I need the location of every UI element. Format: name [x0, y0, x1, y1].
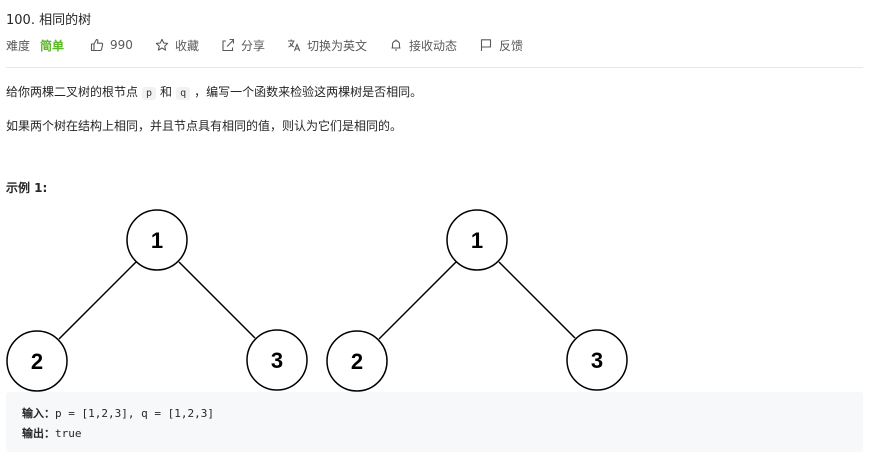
- input-label: 输入：: [22, 407, 55, 420]
- description-line-2: 如果两个树在结构上相同，并且节点具有相同的值，则认为它们是相同的。: [6, 119, 403, 133]
- node-left-root: [126, 209, 188, 271]
- node-right-right-label: 3: [591, 348, 603, 373]
- node-left-right: [246, 329, 308, 391]
- node-left-right-label: 3: [271, 348, 283, 373]
- share-button[interactable]: 分享: [221, 37, 265, 54]
- node-right-root: [446, 209, 508, 271]
- problem-meta-bar: 难度 简单 990 收藏 分享 切换为英文 接收动态 反馈: [6, 36, 545, 54]
- bell-icon: [391, 39, 401, 51]
- edge-left-root-right: [178, 261, 256, 339]
- output-value: true: [55, 427, 82, 440]
- like-count: 990: [110, 38, 133, 52]
- input-line: 输入：p = [1,2,3], q = [1,2,3]: [22, 405, 214, 421]
- tree-left: 1 2 3: [6, 209, 308, 392]
- switch-language-label: 切换为英文: [306, 38, 367, 53]
- star-icon: [155, 38, 169, 51]
- share-icon: [222, 38, 235, 52]
- example-title: 示例 1:: [6, 181, 48, 195]
- tree-right: 1 2 3: [326, 209, 628, 392]
- collect-label: 收藏: [174, 38, 199, 53]
- input-value: p = [1,2,3], q = [1,2,3]: [55, 407, 214, 420]
- edge-left-root-left: [58, 261, 137, 340]
- edge-right-root-left: [378, 261, 457, 340]
- example-code-block: 输入：p = [1,2,3], q = [1,2,3] 输出：true: [6, 392, 863, 452]
- feedback-button[interactable]: 反馈: [479, 37, 523, 54]
- subscribe-label: 接收动态: [408, 38, 457, 53]
- output-line: 输出：true: [22, 425, 82, 441]
- like-button[interactable]: 990: [90, 38, 133, 52]
- node-right-right: [566, 329, 628, 391]
- node-left-left-label: 2: [31, 349, 43, 374]
- translate-icon: [287, 39, 301, 52]
- node-left-left: [6, 330, 68, 392]
- thumbs-up-icon: [90, 38, 104, 52]
- collect-button[interactable]: 收藏: [155, 37, 199, 54]
- difficulty-label: 难度: [6, 38, 31, 53]
- feedback-label: 反馈: [499, 38, 524, 53]
- node-right-left-label: 2: [351, 349, 363, 374]
- difficulty-value: 简单: [40, 38, 65, 53]
- switch-language-button[interactable]: 切换为英文: [287, 37, 367, 54]
- problem-title: 100. 相同的树: [6, 13, 92, 28]
- node-right-root-label: 1: [471, 228, 483, 253]
- edge-right-root-right: [498, 261, 576, 339]
- flag-icon: [480, 39, 492, 51]
- node-right-left: [326, 330, 388, 392]
- node-left-root-label: 1: [151, 228, 163, 253]
- code-q: q: [176, 87, 191, 100]
- output-label: 输出：: [22, 427, 55, 440]
- subscribe-button[interactable]: 接收动态: [389, 37, 457, 54]
- example-tree-image: 1 2 3 1 2 3: [6, 209, 628, 392]
- code-p: p: [142, 87, 157, 100]
- header-divider: [6, 67, 863, 68]
- share-label: 分享: [240, 38, 265, 53]
